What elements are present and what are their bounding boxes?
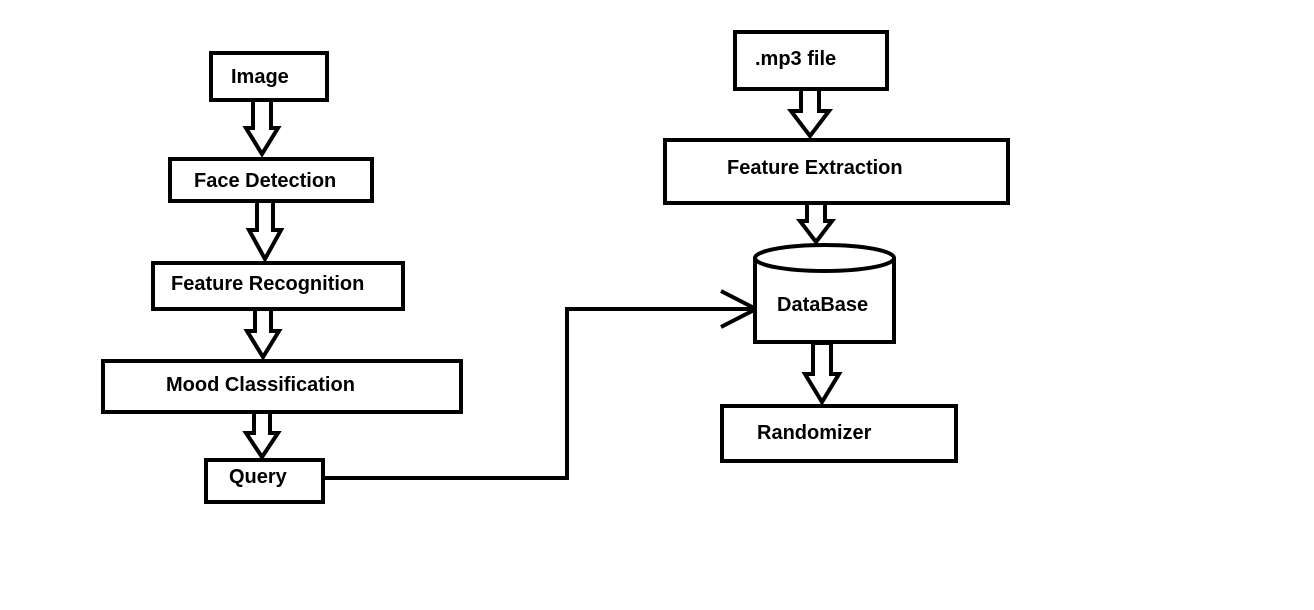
mp3-file-label: .mp3 file: [755, 48, 837, 70]
feature-recognition-label: Feature Recognition: [171, 273, 365, 295]
arrow-database-to-randomizer: [801, 341, 843, 406]
arrow-image-to-face-detection: [242, 98, 282, 158]
image-box: [209, 51, 329, 102]
randomizer-box: [720, 404, 958, 463]
arrow-feature-extraction-to-database: [795, 200, 837, 246]
database-label: DataBase: [777, 294, 869, 316]
query-box: [204, 458, 325, 504]
feature-extraction-label: Feature Extraction: [727, 157, 903, 179]
image-label: Image: [231, 66, 289, 88]
query-label: Query: [229, 466, 287, 488]
arrow-mp3-to-feature-extraction: [786, 87, 834, 140]
connector-query-to-database: [322, 307, 755, 480]
arrow-face-detection-to-feature-recognition: [245, 199, 285, 264]
randomizer-label: Randomizer: [757, 422, 872, 444]
feature-extraction-box: [663, 138, 1010, 205]
feature-recognition-box: [151, 261, 405, 311]
mood-classification-label: Mood Classification: [166, 374, 355, 396]
arrow-mood-classification-to-query: [242, 409, 282, 461]
arrow-feature-recognition-to-mood-classification: [243, 306, 283, 361]
mp3-file-box: [733, 30, 889, 91]
face-detection-box: [168, 157, 374, 203]
database-cylinder: [753, 243, 896, 344]
face-detection-label: Face Detection: [194, 170, 337, 192]
mood-classification-box: [101, 359, 463, 414]
